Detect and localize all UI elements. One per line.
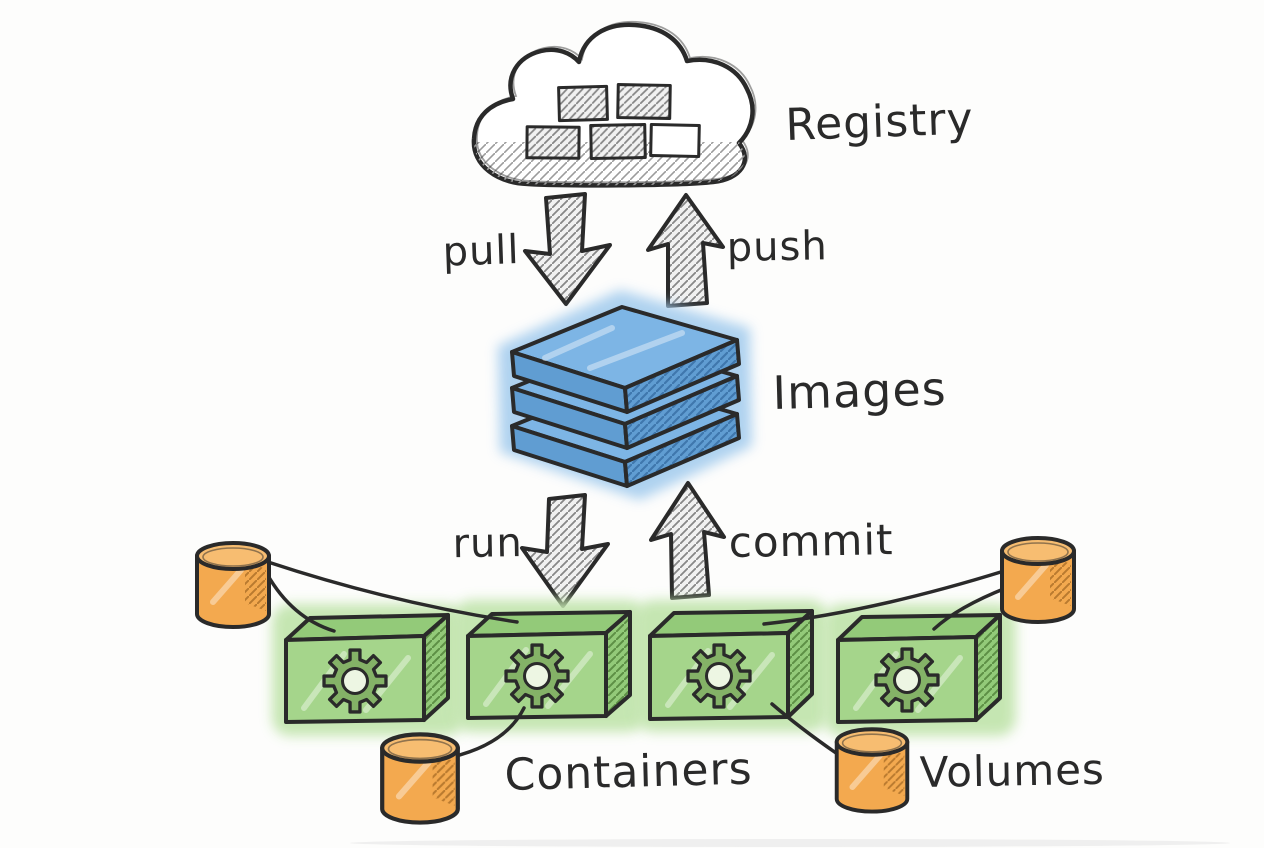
gear-hole — [344, 670, 366, 692]
paper-smudge — [350, 839, 1230, 847]
run-arrow-icon — [520, 493, 610, 608]
registry-block — [525, 125, 581, 160]
gear-hole — [526, 665, 548, 687]
connector-line-vbr-c3 — [770, 702, 838, 755]
volume-cylinder-top-right — [1002, 538, 1074, 622]
registry-block — [616, 83, 672, 120]
image-layer-1 — [510, 305, 741, 414]
volume-cylinder-bottom-left — [382, 734, 458, 822]
connector-line-vbl-c2 — [450, 706, 526, 759]
commit-arrow-icon — [649, 481, 726, 600]
run-label: run — [452, 520, 523, 567]
images-node — [498, 290, 752, 500]
push-arrow-icon — [646, 193, 725, 308]
registry-label: Registry — [785, 93, 975, 151]
volume-cylinder-bottom-right — [837, 729, 908, 811]
pull-label: pull — [442, 227, 521, 276]
push-label: push — [726, 223, 828, 271]
container-box-4 — [836, 613, 1002, 724]
registry-block — [589, 123, 647, 160]
pull-arrow-icon — [523, 192, 612, 306]
connector-line-vtl-c2 — [266, 560, 519, 624]
volume-cylinder-top-left — [197, 543, 269, 627]
containers-node — [272, 600, 1016, 736]
registry-node — [471, 20, 757, 188]
connector-line-vtr-c4 — [932, 586, 1008, 631]
registry-block — [557, 84, 609, 123]
images-label: Images — [772, 361, 947, 420]
volumes-label: Volumes — [919, 745, 1105, 797]
gear-hole — [708, 665, 730, 687]
connector-line-vtl-c1 — [265, 572, 336, 633]
cloud-sketch-line — [476, 20, 757, 184]
containers-label: Containers — [504, 744, 753, 801]
registry-block-empty — [649, 123, 701, 158]
connector-line-vtr-c3 — [762, 569, 1006, 626]
commit-label: commit — [728, 515, 894, 567]
container-box-3 — [648, 609, 814, 721]
gear-hole — [896, 669, 918, 691]
registry-blocks — [525, 83, 701, 160]
container-box-1 — [284, 613, 450, 724]
container-box-2 — [466, 610, 632, 720]
